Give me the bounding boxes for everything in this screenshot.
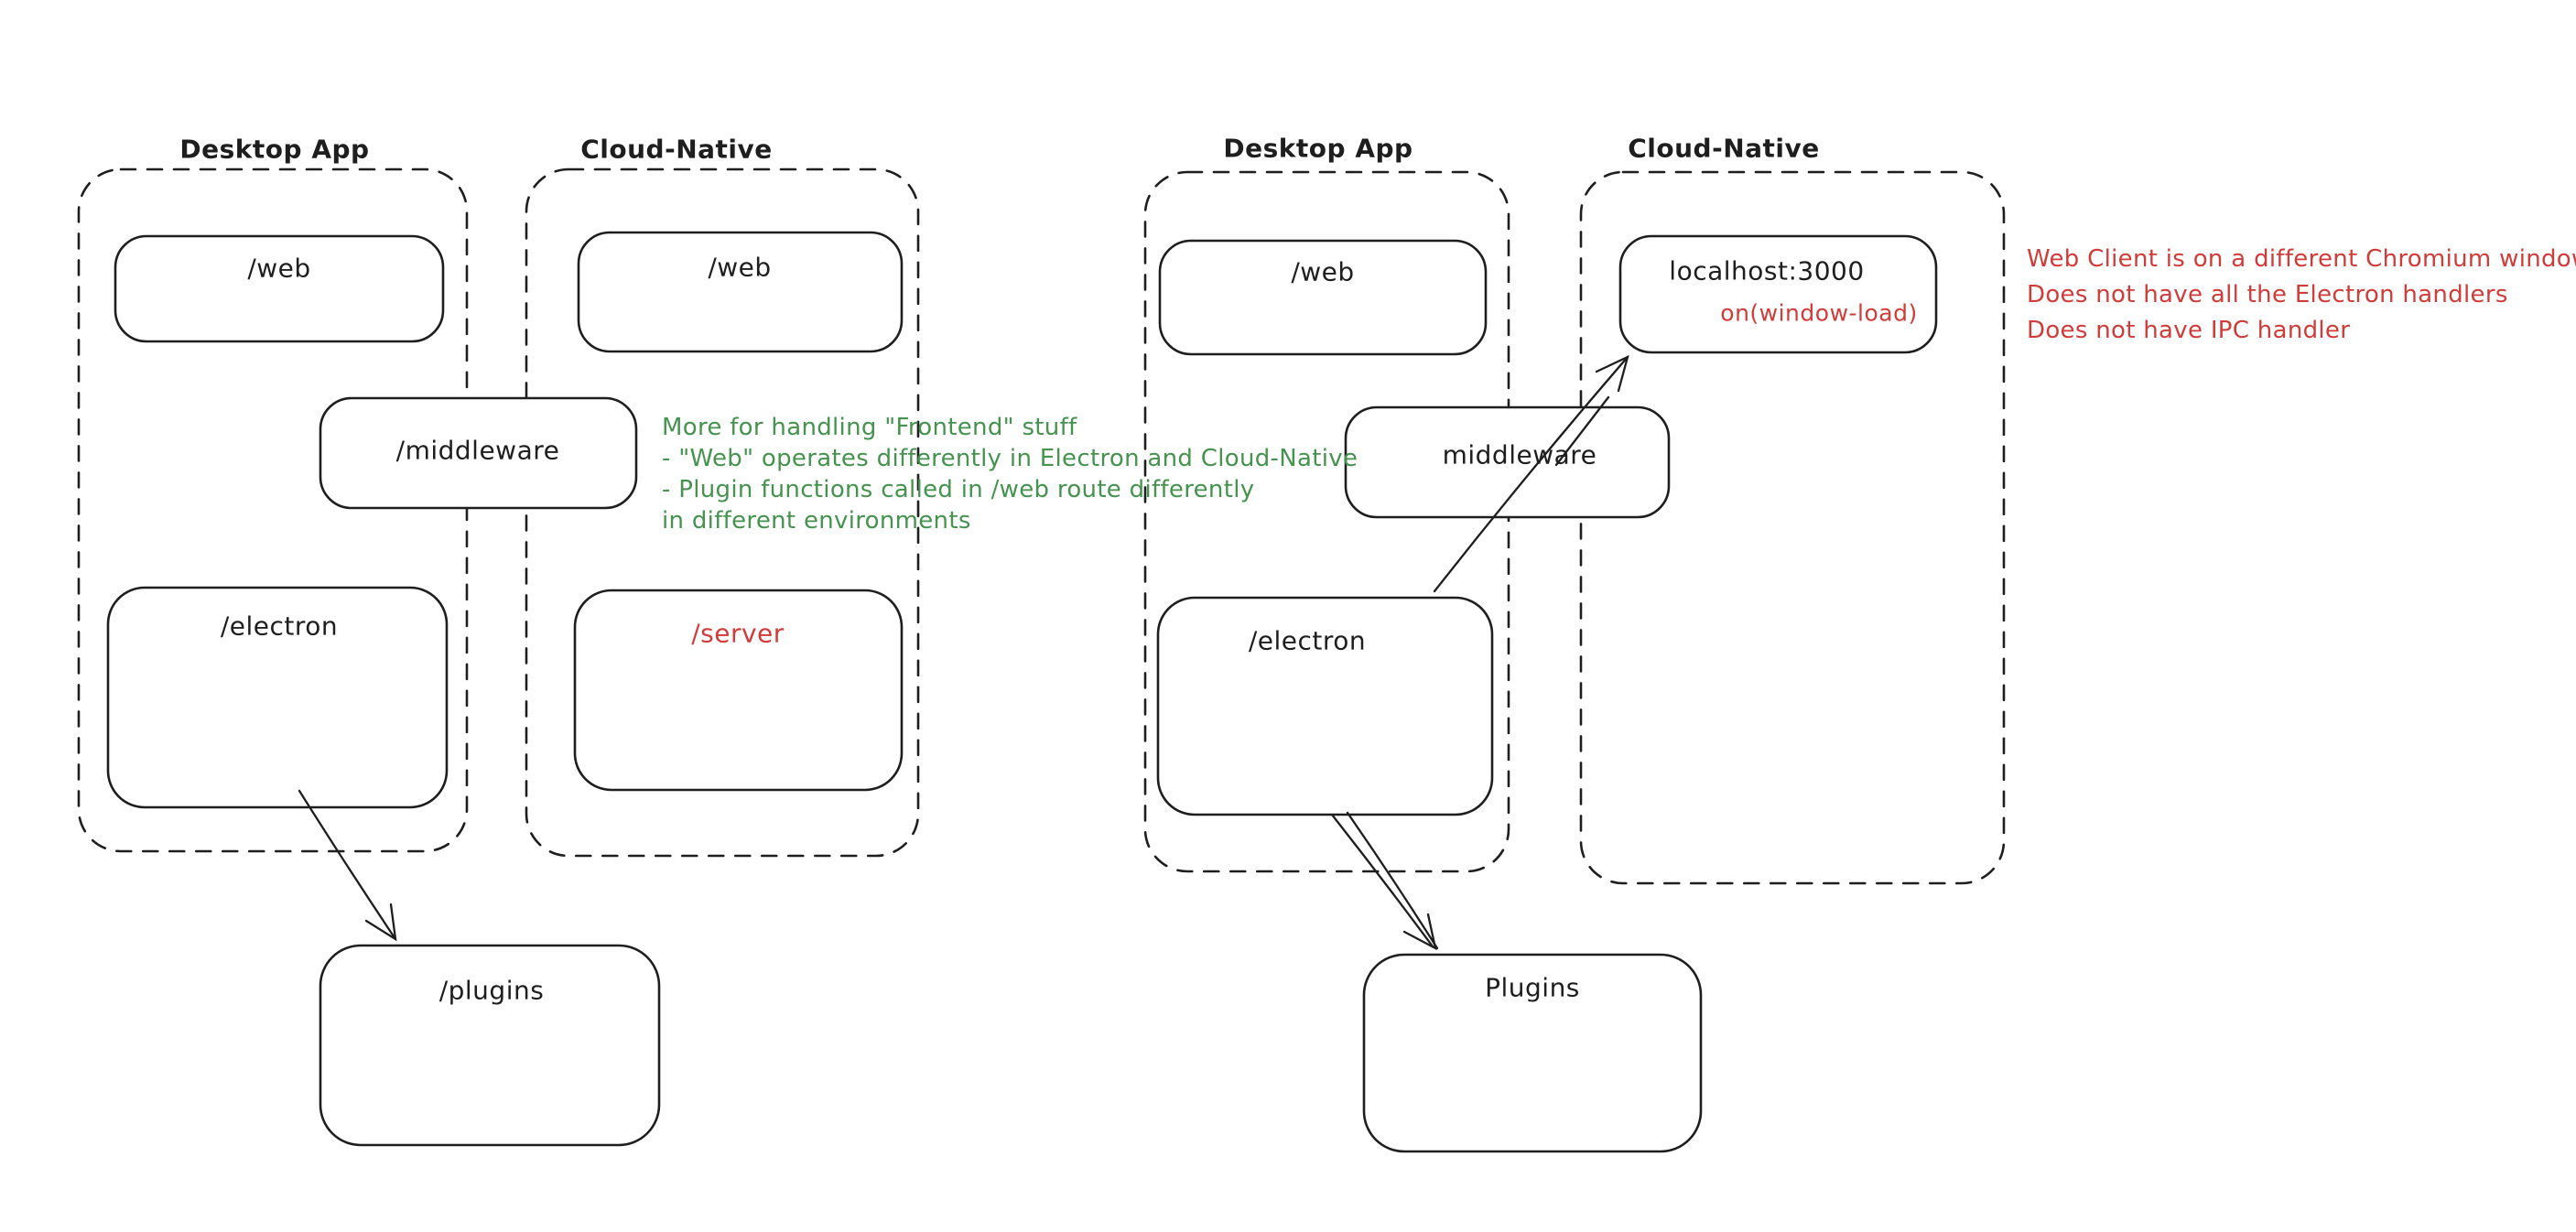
- arrow-electron-to-plugins-left[interactable]: [298, 789, 397, 942]
- note-red-web-client[interactable]: Web Client is on a different Chromium wi…: [2027, 242, 2576, 349]
- group-title-cloud-native-left: Cloud-Native: [580, 134, 773, 165]
- node-web-right[interactable]: [1158, 239, 1488, 356]
- note-green-line-2: - "Web" operates differently in Electron…: [662, 445, 1358, 472]
- label-plugins-right: Plugins: [1485, 972, 1580, 1003]
- group-desktop-app-left[interactable]: [77, 168, 469, 853]
- label-on-window-load: on(window-load): [1720, 299, 1918, 327]
- label-middleware-right: middleware: [1442, 439, 1597, 470]
- label-web-cloud-native-left: /web: [708, 252, 772, 283]
- group-cloud-native-left[interactable]: [525, 168, 920, 858]
- note-green-line-3: - Plugin functions called in /web route …: [662, 476, 1255, 503]
- node-server-left[interactable]: [573, 589, 904, 792]
- node-middleware-left[interactable]: [319, 396, 638, 510]
- note-green-frontend[interactable]: More for handling "Frontend" stuff - "We…: [662, 412, 1358, 536]
- node-localhost-3000[interactable]: [1618, 234, 1938, 354]
- group-title-cloud-native-right: Cloud-Native: [1628, 133, 1820, 164]
- node-electron-right[interactable]: [1156, 596, 1494, 816]
- group-cloud-native-right[interactable]: [1579, 170, 2006, 885]
- group-title-desktop-app-right: Desktop App: [1223, 133, 1413, 164]
- node-electron-left[interactable]: [106, 586, 449, 809]
- label-web-right: /web: [1291, 256, 1355, 287]
- label-localhost-3000: localhost:3000: [1669, 255, 1865, 286]
- node-middleware-right[interactable]: [1344, 405, 1671, 519]
- note-red-line-1: Web Client is on a different Chromium wi…: [2027, 245, 2576, 273]
- label-electron-right: /electron: [1248, 625, 1367, 656]
- arrow-electron-to-localhost-right[interactable]: [1433, 354, 1629, 593]
- note-red-line-2: Does not have all the Electron handlers: [2027, 281, 2508, 308]
- label-middleware-left: /middleware: [395, 435, 560, 466]
- node-plugins-left[interactable]: [319, 944, 661, 1147]
- note-green-line-4: in different environments: [662, 507, 971, 535]
- label-electron-left: /electron: [220, 611, 339, 642]
- label-plugins-left: /plugins: [438, 975, 545, 1006]
- node-web-cloud-native-left[interactable]: [577, 231, 904, 353]
- note-green-line-1: More for handling "Frontend" stuff: [662, 414, 1077, 441]
- label-web-left: /web: [247, 253, 311, 284]
- node-web-left[interactable]: [114, 234, 445, 343]
- arrow-electron-to-plugins-right[interactable]: [1330, 811, 1439, 951]
- note-red-line-3: Does not have IPC handler: [2027, 317, 2351, 344]
- group-title-desktop-app-left: Desktop App: [179, 134, 370, 165]
- group-desktop-app-right[interactable]: [1143, 170, 1510, 873]
- node-plugins-right[interactable]: [1362, 953, 1703, 1153]
- label-server-left: /server: [691, 618, 785, 649]
